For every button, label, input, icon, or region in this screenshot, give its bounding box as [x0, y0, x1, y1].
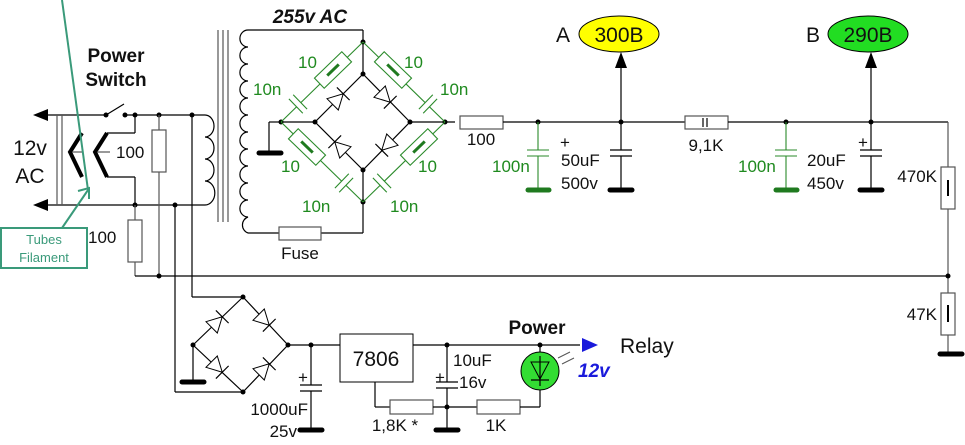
- arrow-left-icon: [33, 109, 48, 121]
- arrow-up-icon: [865, 52, 877, 68]
- c-100n-b-label: 100n: [738, 157, 776, 176]
- tubes-filament-callout: Tubes Filament: [0, 0, 90, 269]
- led-voltage-label: 12v: [578, 361, 611, 382]
- snubber-network: [280, 41, 446, 203]
- r-47k-label: 47K: [907, 305, 938, 324]
- plus-sign: +: [435, 368, 445, 387]
- plus-sign: +: [298, 368, 308, 387]
- c4-voltage-label: 16v: [459, 373, 487, 392]
- c2-value-label: 20uF: [807, 151, 846, 170]
- transformer-secondary: [239, 29, 249, 234]
- resistor-1k: [476, 399, 521, 415]
- regulator-7806: [339, 333, 414, 383]
- tap-b-letter: B: [806, 24, 820, 47]
- tap-a-badge: [578, 15, 660, 53]
- transformer-primary: [204, 114, 216, 206]
- c2-voltage-label: 450v: [807, 174, 844, 193]
- relay-label: Relay: [620, 335, 674, 358]
- plus-sign: +: [858, 133, 868, 152]
- input-section: [33, 103, 948, 393]
- snubber-r-label: 10: [418, 157, 437, 176]
- callout-text-line2: Filament: [19, 250, 69, 265]
- snubber-c-label: 10n: [302, 197, 330, 216]
- fuse: [278, 226, 322, 241]
- power-switch: [103, 103, 128, 118]
- tap-a-voltage: 300B: [594, 24, 643, 47]
- input-voltage-label-1: 12v: [13, 137, 47, 160]
- power-switch-label-1: Power: [87, 46, 145, 67]
- arrow-up-icon: [615, 52, 627, 68]
- led-indicator: [520, 351, 575, 391]
- snubber-c-label: 10n: [390, 197, 418, 216]
- resistor-100-series: [459, 115, 504, 130]
- c1-voltage-label: 500v: [561, 174, 598, 193]
- r-470k-label: 470K: [897, 167, 937, 186]
- plus-sign: +: [560, 133, 570, 152]
- c3-voltage-label: 25v: [270, 422, 298, 441]
- r-9-1k-label: 9,1K: [689, 136, 725, 155]
- tap-b-voltage: 290B: [843, 24, 892, 47]
- c1-value-label: 50uF: [561, 151, 600, 170]
- c-100n-a-label: 100n: [492, 157, 530, 176]
- lv-supply: [179, 294, 598, 433]
- hv-filter: [459, 52, 965, 357]
- tap-b-badge: [827, 15, 909, 53]
- filament-symbol: [67, 115, 136, 205]
- snubber-r-label: 10: [281, 157, 300, 176]
- arrow-left-icon: [33, 199, 48, 211]
- power-switch-label-2: Switch: [85, 70, 146, 91]
- snubber-r-label: 10: [298, 53, 317, 72]
- callout-text-line1: Tubes: [26, 232, 62, 247]
- secondary-voltage-label: 255v AC: [272, 7, 348, 28]
- tap-a-letter: A: [556, 24, 570, 47]
- r-1-8k-label: 1,8K *: [372, 416, 419, 435]
- c4-value-label: 10uF: [453, 351, 492, 370]
- snubber-r-label: 10: [404, 53, 423, 72]
- r-switch-label: 100: [116, 143, 144, 162]
- relay-arrow-icon: [582, 338, 598, 352]
- power-label: Power: [508, 318, 566, 339]
- snubber-c-label: 10n: [253, 80, 281, 99]
- resistor-1-8k: [389, 399, 434, 415]
- input-voltage-label-2: AC: [15, 165, 44, 188]
- fuse-label: Fuse: [281, 244, 319, 263]
- hv-bridge-rectifier: [256, 39, 455, 205]
- r-filament-label: 100: [88, 228, 116, 247]
- regulator-label: 7806: [353, 348, 400, 371]
- r-1k-label: 1K: [486, 416, 507, 435]
- c3-value-label: 1000uF: [250, 400, 308, 419]
- snubber-c-label: 10n: [440, 80, 468, 99]
- r-series-100-label: 100: [467, 130, 495, 149]
- transformer-core: [217, 30, 229, 222]
- resistor-100-switch: [151, 129, 167, 173]
- resistor-100-filament: [127, 219, 143, 263]
